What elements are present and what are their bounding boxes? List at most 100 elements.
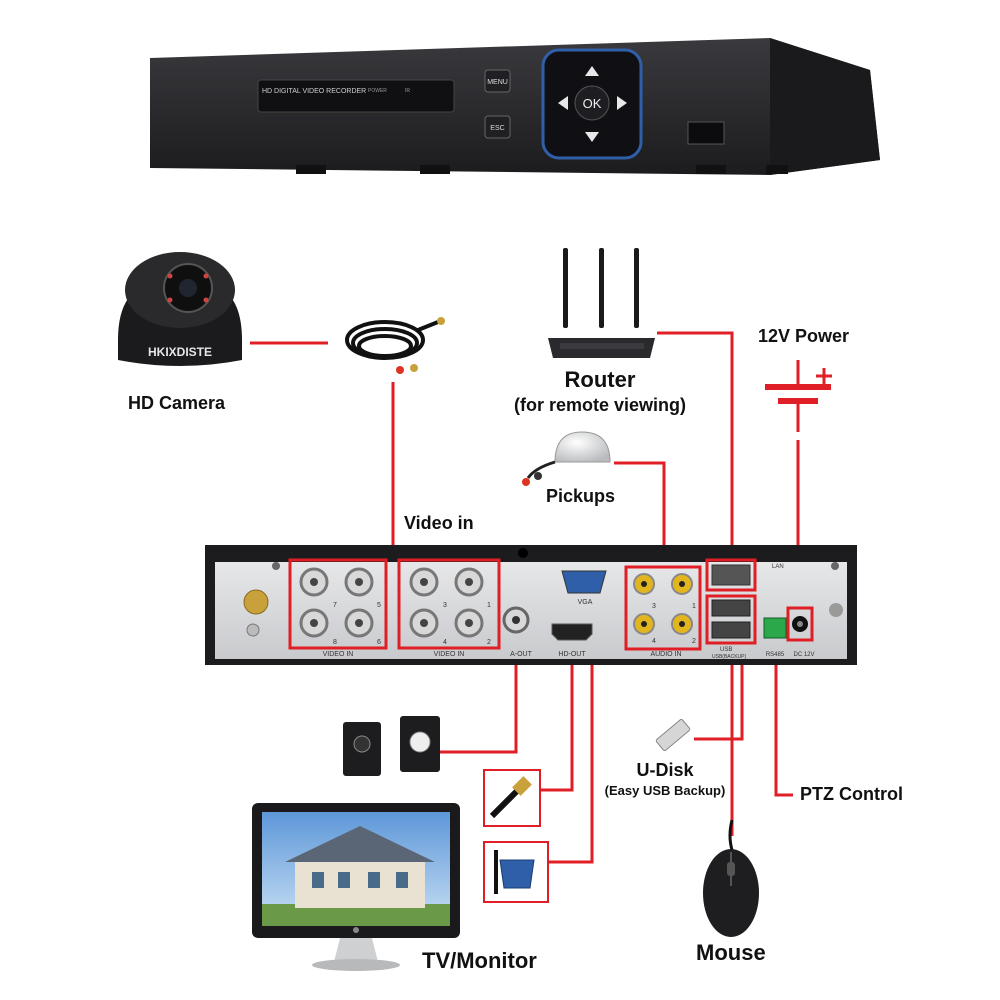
dc-jack-pin-icon bbox=[797, 621, 803, 627]
esc-button[interactable] bbox=[484, 115, 511, 139]
audio-channel-label: 1 bbox=[692, 603, 696, 610]
scroll-wheel-icon bbox=[727, 862, 735, 876]
usb-port[interactable] bbox=[711, 621, 751, 639]
screw-icon bbox=[272, 562, 280, 570]
mouse bbox=[703, 819, 759, 937]
screw-icon bbox=[829, 603, 843, 617]
router-label: Router bbox=[564, 367, 636, 392]
vga-plug-icon bbox=[499, 859, 535, 889]
u-disk-sublabel: (Easy USB Backup) bbox=[604, 783, 726, 798]
usb-highlight bbox=[705, 594, 757, 645]
monitor-stand bbox=[334, 938, 378, 962]
cable-coil-icon bbox=[357, 334, 413, 358]
rca-port-pin-icon bbox=[679, 621, 685, 627]
warning-sticker-icon bbox=[243, 589, 269, 615]
foot-icon bbox=[420, 165, 450, 174]
screen-roof-icon bbox=[285, 826, 435, 862]
screen-lawn bbox=[262, 904, 450, 926]
pickup-dome bbox=[554, 431, 611, 463]
vga-port[interactable] bbox=[561, 570, 607, 594]
rs485-label: RS485 bbox=[766, 652, 785, 658]
hdmi-port[interactable] bbox=[551, 623, 593, 641]
antenna-icon bbox=[563, 248, 568, 328]
foot-icon bbox=[296, 165, 326, 174]
video-in-left-highlight bbox=[288, 558, 388, 650]
lan-port[interactable] bbox=[711, 564, 751, 586]
menu-button[interactable] bbox=[484, 69, 511, 93]
nav-left-icon[interactable] bbox=[558, 96, 568, 110]
power-label: 12V Power bbox=[758, 326, 850, 346]
a-out-pin-icon bbox=[512, 616, 520, 624]
antenna-icon bbox=[599, 248, 604, 328]
ir-led-icon bbox=[167, 273, 173, 279]
esc-button-label: ESC bbox=[490, 125, 504, 132]
bnc-port-group-left: 7 5 8 6 bbox=[299, 567, 381, 646]
router-sublabel: (for remote viewing) bbox=[513, 395, 687, 415]
vga-cable bbox=[483, 841, 549, 903]
hd-out-label: HD-OUT bbox=[558, 651, 586, 658]
camera-lens-icon bbox=[179, 279, 197, 297]
audio-in-highlight bbox=[624, 565, 702, 651]
audio-channel-label: 4 bbox=[652, 638, 656, 645]
audio-in-label: AUDIO IN bbox=[650, 651, 681, 658]
dvr-display-window bbox=[257, 79, 455, 113]
mouse-label: Mouse bbox=[696, 940, 766, 965]
usb-backup-label: USB(BACKUP) bbox=[712, 654, 747, 660]
power-plug-icon bbox=[396, 366, 404, 374]
audio-channel-label: 2 bbox=[692, 638, 696, 645]
pickup-plug-icon bbox=[522, 478, 530, 486]
menu-button-label: MENU bbox=[487, 79, 508, 86]
bnc-port-group-right: 3 1 4 2 bbox=[409, 567, 491, 646]
dc12v-label: DC 12V bbox=[793, 652, 814, 658]
router bbox=[548, 248, 655, 358]
channel-label: 3 bbox=[443, 602, 447, 609]
speaker-driver-icon bbox=[353, 735, 371, 753]
ok-button[interactable] bbox=[574, 85, 610, 121]
rs485-terminal[interactable] bbox=[763, 617, 787, 639]
bnc-plug-icon bbox=[437, 317, 445, 325]
nav-up-icon[interactable] bbox=[585, 66, 599, 76]
video-in-right-label: VIDEO IN bbox=[434, 651, 465, 658]
pickups-audio-line bbox=[614, 461, 666, 572]
router-lan-line bbox=[657, 331, 734, 560]
bnc-port-pin-icon bbox=[465, 619, 473, 627]
camera-brand-text: HKIXDISTE bbox=[148, 345, 212, 359]
channel-label: 1 bbox=[487, 602, 491, 609]
bnc-port-pin-icon bbox=[420, 619, 428, 627]
usb-front-port bbox=[687, 121, 725, 145]
speaker-driver-icon bbox=[409, 731, 431, 753]
hdmi-cable-icon bbox=[489, 787, 521, 819]
hd-camera-label: HD Camera bbox=[128, 393, 226, 413]
power-symbol bbox=[765, 360, 832, 432]
usb-port[interactable] bbox=[711, 599, 751, 617]
u-disk-label: U-Disk bbox=[636, 760, 694, 780]
nav-down-icon[interactable] bbox=[585, 132, 599, 142]
power-plate-long bbox=[765, 384, 831, 390]
ok-button-label: OK bbox=[583, 96, 602, 111]
rca-port-pin-icon bbox=[641, 621, 647, 627]
dvr-front-unit: HD DIGITAL VIDEO RECORDER POWER IR MENU … bbox=[150, 38, 880, 175]
bnc-port-pin-icon bbox=[355, 578, 363, 586]
rca-port-pin-icon bbox=[641, 581, 647, 587]
lan-label: LAN bbox=[772, 564, 784, 570]
power-plate-short bbox=[778, 398, 818, 404]
foot-icon bbox=[696, 165, 726, 174]
screw-icon bbox=[518, 548, 528, 558]
ir-led-icon bbox=[203, 273, 209, 279]
mouse-cord-icon bbox=[728, 819, 734, 851]
ground-screw-icon bbox=[246, 623, 260, 637]
bnc-port-pin-icon bbox=[355, 619, 363, 627]
router-top-panel bbox=[560, 343, 644, 349]
bnc-port-pin-icon bbox=[310, 578, 318, 586]
hdmi-line bbox=[540, 648, 574, 792]
dvr-model-text: HD DIGITAL VIDEO RECORDER bbox=[262, 88, 366, 95]
nav-right-icon[interactable] bbox=[617, 96, 627, 110]
dvr-front-side bbox=[770, 38, 880, 175]
channel-label: 8 bbox=[333, 639, 337, 646]
foot-icon bbox=[766, 165, 788, 174]
hd-camera: HKIXDISTE bbox=[118, 252, 242, 366]
pickup-wire-icon bbox=[526, 460, 556, 479]
dvr-power-text: POWER bbox=[368, 88, 387, 94]
